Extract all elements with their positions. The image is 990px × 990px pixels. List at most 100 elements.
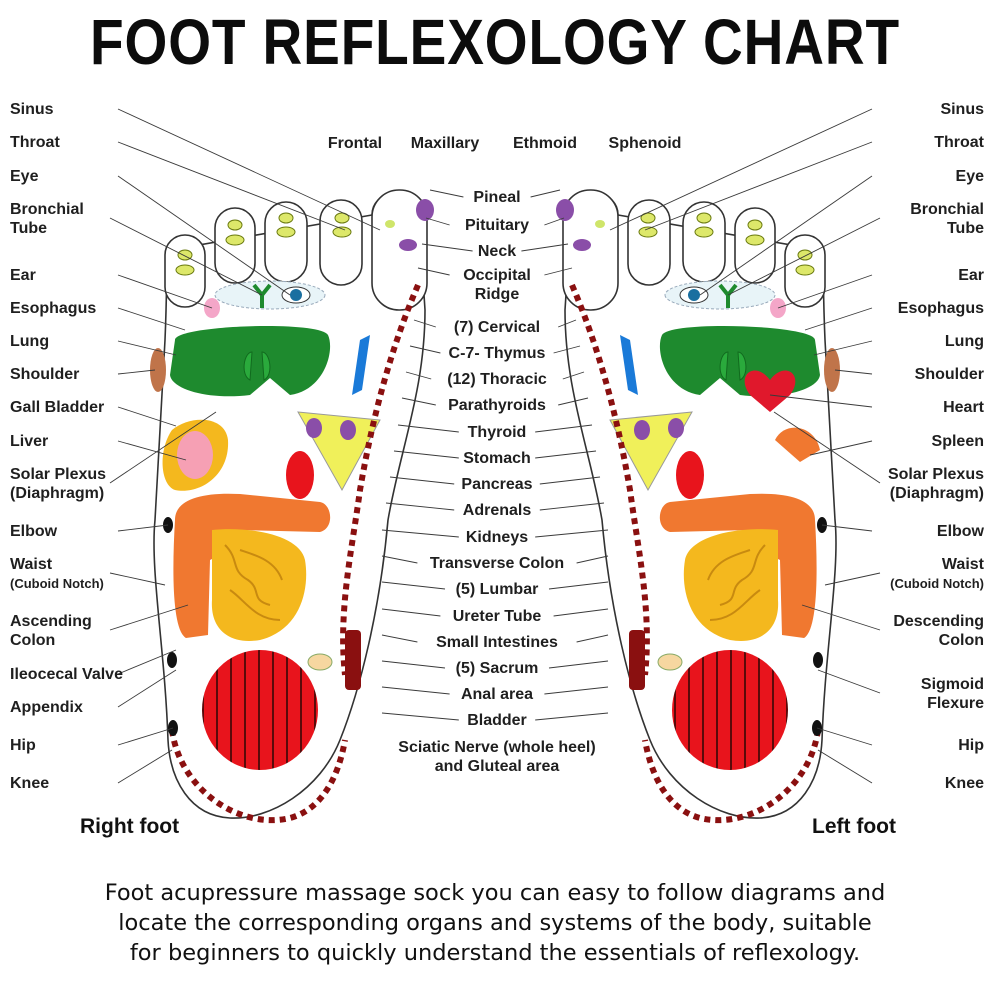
leader-line <box>801 604 881 631</box>
label-center-ureter-tube: Ureter Tube <box>453 608 542 625</box>
label-right-hip: Hip <box>958 737 984 754</box>
leader-line <box>397 424 459 433</box>
label-center-pineal: Pineal <box>473 189 520 206</box>
leader-line <box>409 345 441 354</box>
leader-line <box>381 608 441 617</box>
leader-line <box>553 345 581 354</box>
leader-line <box>535 450 597 459</box>
label-top-sphenoid: Sphenoid <box>609 135 682 152</box>
left-spleen-organ <box>775 427 820 462</box>
label-right-solar-plexus: Solar Plexus(Diaphragm) <box>888 466 984 502</box>
label-left-hip: Hip <box>10 737 36 754</box>
right-spine <box>340 283 421 676</box>
label-left-liver: Liver <box>10 433 48 450</box>
label-center-bladder: Bladder <box>467 712 527 729</box>
leader-line <box>558 397 589 406</box>
label-right-shoulder: Shoulder <box>915 366 984 383</box>
label-right-throat: Throat <box>934 134 984 151</box>
label-right-eye: Eye <box>956 168 985 185</box>
leader-line <box>381 634 418 643</box>
label-center-5-sacrum: (5) Sacrum <box>456 660 539 677</box>
label-top-frontal: Frontal <box>328 135 382 152</box>
label-center-kidneys: Kidneys <box>466 529 528 546</box>
label-left-gall-bladder: Gall Bladder <box>10 399 104 416</box>
label-right-sinus: Sinus <box>940 101 984 118</box>
label-right-lung: Lung <box>945 333 984 350</box>
label-center-sciatic-nerve-whole-heel: Sciatic Nerve (whole heel)and Gluteal ar… <box>398 739 595 775</box>
caption-line-1: Foot acupressure massage sock you can ea… <box>104 880 886 906</box>
leader-line <box>548 581 609 590</box>
right-shoulder <box>150 348 166 392</box>
label-left-solar-plexus: Solar Plexus(Diaphragm) <box>10 466 106 502</box>
label-left-appendix: Appendix <box>10 699 83 716</box>
leader-line <box>417 267 450 276</box>
leader-line <box>429 189 464 198</box>
leader-line <box>562 371 585 380</box>
left-heart-organ <box>744 370 796 412</box>
label-right-ear: Ear <box>958 267 984 284</box>
leader-line <box>539 502 605 511</box>
leader-line <box>117 340 177 356</box>
leader-line <box>809 440 873 456</box>
leader-line <box>401 397 436 406</box>
leader-line <box>117 669 177 708</box>
leader-line <box>553 608 609 617</box>
label-right-esophagus: Esophagus <box>898 300 984 317</box>
leader-line <box>535 712 609 721</box>
label-left-ileocecal-valve: Ileocecal Valve <box>10 666 123 683</box>
leader-line <box>609 108 873 231</box>
label-left-waist: Waist(Cuboid Notch) <box>10 556 104 591</box>
label-left-throat: Throat <box>10 134 60 151</box>
label-center-pancreas: Pancreas <box>461 476 532 493</box>
label-right-elbow: Elbow <box>937 523 985 540</box>
leader-line <box>381 660 446 669</box>
right-foot-drawing <box>150 189 434 824</box>
leader-line <box>117 108 381 231</box>
leader-line <box>117 307 186 331</box>
label-left-elbow: Elbow <box>10 523 58 540</box>
caption-line-2: locate the corresponding organs and syst… <box>118 910 872 936</box>
label-center-c-7-thymus: C-7- Thymus <box>449 345 546 362</box>
right-toe-1 <box>371 189 428 311</box>
leader-line <box>817 749 873 784</box>
label-center-parathyroids: Parathyroids <box>448 397 546 414</box>
label-left-shoulder: Shoulder <box>10 366 79 383</box>
leader-line <box>405 371 432 380</box>
label-center-neck: Neck <box>478 243 516 260</box>
leader-line <box>117 649 177 675</box>
leader-line <box>804 307 873 331</box>
leader-line <box>117 749 173 784</box>
leader-line <box>389 476 455 485</box>
leader-line <box>821 524 873 532</box>
label-top-ethmoid: Ethmoid <box>513 135 577 152</box>
top-labels: Frontal Maxillary Ethmoid Sphenoid <box>328 135 682 152</box>
leader-line <box>535 424 593 433</box>
label-center-5-lumbar: (5) Lumbar <box>456 581 539 598</box>
right-kidney <box>286 451 314 499</box>
leader-line <box>381 686 450 695</box>
page-title: FOOT REFLEXOLOGY CHART <box>90 6 900 78</box>
label-center-12-thoracic: (12) Thoracic <box>447 371 547 388</box>
leader-line <box>385 502 455 511</box>
label-top-maxillary: Maxillary <box>411 135 480 152</box>
label-left-knee: Knee <box>10 775 49 792</box>
leader-line <box>644 141 873 231</box>
label-right-spleen: Spleen <box>932 433 984 450</box>
leader-line <box>421 243 473 252</box>
label-left-sinus: Sinus <box>10 101 54 118</box>
right-toe-2 <box>319 199 363 286</box>
right-small-intestine <box>211 529 307 641</box>
leader-line <box>576 634 609 643</box>
leader-line <box>539 476 601 485</box>
leader-line <box>109 411 217 484</box>
leader-lines <box>109 108 881 784</box>
leader-line <box>381 581 446 590</box>
label-left-esophagus: Esophagus <box>10 300 96 317</box>
